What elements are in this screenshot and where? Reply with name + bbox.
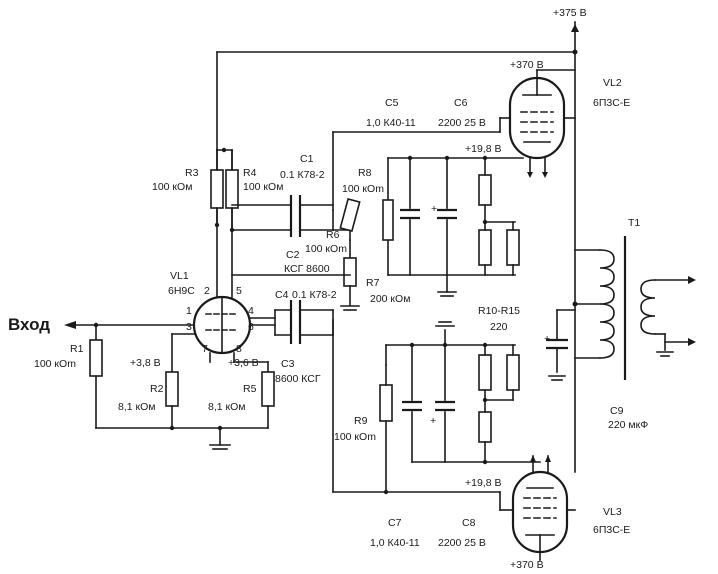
r1-value: 100 кОm <box>34 358 76 370</box>
r9-name: R9 <box>354 415 368 427</box>
c7-value: 1,0 К40-11 <box>370 537 420 549</box>
vl2-tube <box>499 69 576 178</box>
r2-name: R2 <box>150 383 164 395</box>
vl3-name: VL3 <box>603 506 622 518</box>
c9-capacitor: + <box>544 309 576 381</box>
r7-name: R7 <box>366 277 380 289</box>
upper-cathode-network: + <box>382 155 524 297</box>
c5-value: 1,0 К40-11 <box>366 117 416 129</box>
vl3-plate-label: +370 В <box>510 559 544 571</box>
vl1-pin-7: 7 <box>202 343 208 355</box>
c2-value: КСГ 8600 <box>284 263 330 275</box>
vl1-pin-5: 5 <box>236 285 242 297</box>
r9-value: 100 кОm <box>334 431 376 443</box>
cathode-voltage-1: +3,8 В <box>130 357 161 369</box>
r3-value: 100 кОм <box>152 181 192 193</box>
r6-name: R6 <box>326 229 340 241</box>
r8-value: 100 кОm <box>342 183 384 195</box>
r2-value: 8,1 кОм <box>118 401 156 413</box>
r5-value: 8,1 кОм <box>208 401 246 413</box>
vl1-pin-2: 2 <box>204 285 210 297</box>
vl3-tube <box>499 455 576 561</box>
r2-r5-resistors <box>165 333 275 450</box>
c6-name: C6 <box>454 97 468 109</box>
c4-value: 0.1 К78-2 <box>292 289 337 301</box>
supply-375-label: +375 В <box>553 7 587 19</box>
r3-r4-resistors <box>210 147 239 233</box>
vl2-name: VL2 <box>603 77 622 89</box>
cathode-bottom-voltage: +19,8 В <box>465 477 502 489</box>
grid-coupling <box>332 117 501 511</box>
input-label: Вход <box>8 315 50 334</box>
cathode-top-voltage: +19,8 В <box>465 143 502 155</box>
vl1-type: 6Н9С <box>168 285 195 297</box>
c3-value: 8600 КСГ <box>275 373 321 385</box>
vl1-pin-4: 4 <box>248 305 254 317</box>
svg-text:+: + <box>431 203 437 215</box>
vl1-pin-8: 8 <box>236 343 242 355</box>
c7-name: C7 <box>388 517 402 529</box>
c1-name: C1 <box>300 153 314 165</box>
c3-c4-capacitors <box>274 300 334 344</box>
lower-cathode-network: + <box>385 321 541 465</box>
r10-r15-value: 220 <box>490 321 508 333</box>
c9-value: 220 мкФ <box>608 419 648 431</box>
r4-value: 100 кОм <box>243 181 283 193</box>
c3-name: C3 <box>281 358 295 370</box>
vl2-type: 6П3С-Е <box>593 97 630 109</box>
r1-name: R1 <box>70 343 84 355</box>
c5-name: C5 <box>385 97 399 109</box>
vl3-type: 6П3С-Е <box>593 524 630 536</box>
cathode-voltage-2: +3,6 В <box>228 357 259 369</box>
c8-value: 2200 25 В <box>438 537 486 549</box>
power-rail <box>216 21 579 473</box>
c9-name: C9 <box>610 405 624 417</box>
c1-value: 0.1 К78-2 <box>280 169 325 181</box>
vl1-pin-1: 1 <box>186 305 192 317</box>
c6-value: 2200 25 В <box>438 117 486 129</box>
r10-r15-name: R10-R15 <box>478 305 520 317</box>
vl1-name: VL1 <box>170 270 189 282</box>
svg-text:+: + <box>430 415 436 427</box>
svg-text:+: + <box>544 333 550 345</box>
r5-name: R5 <box>243 383 257 395</box>
t1-name: T1 <box>628 217 640 229</box>
c1-c2-capacitors <box>231 195 351 276</box>
r7-value: 200 кОм <box>370 293 410 305</box>
c4-name: C4 <box>275 289 289 301</box>
r8-name: R8 <box>358 167 372 179</box>
r3-name: R3 <box>185 167 199 179</box>
vl1-pin-3: 3 <box>186 321 192 333</box>
r4-name: R4 <box>243 167 257 179</box>
r6-value: 100 кОm <box>305 243 347 255</box>
c8-name: C8 <box>462 517 476 529</box>
r1-resistor <box>89 322 269 429</box>
vl2-plate-label: +370 В <box>510 59 544 71</box>
vl1-pin-6: 6 <box>248 321 254 333</box>
t1-transformer <box>572 236 696 380</box>
c2-name: C2 <box>286 249 300 261</box>
